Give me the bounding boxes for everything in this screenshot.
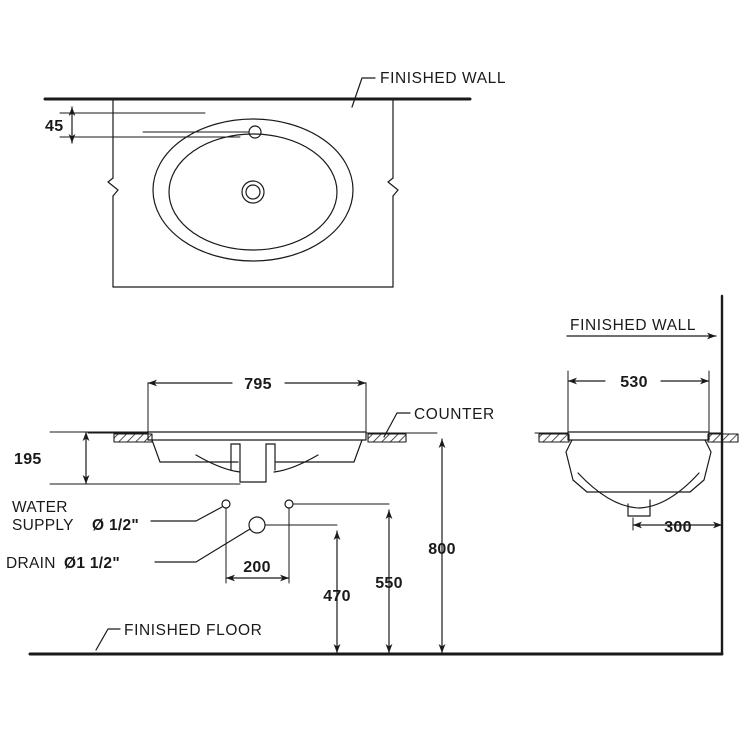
front-dim-795-text: 795 xyxy=(244,376,272,393)
plan-break-mark-left xyxy=(107,177,119,197)
side-section-view xyxy=(534,294,739,656)
water-supply-diameter-text: Ø 1/2" xyxy=(92,517,139,534)
drain-leader xyxy=(154,528,251,563)
text-layer: FINISHED WALL 45 795 COUNTER 195 WATER S… xyxy=(6,70,696,639)
plan-finished-wall-leader xyxy=(351,77,376,108)
front-bowl-inner-curve-right xyxy=(273,454,319,473)
front-dim-470-text: 470 xyxy=(323,588,351,605)
plan-faucet-hole xyxy=(248,125,262,139)
side-dim-300-text: 300 xyxy=(664,519,692,536)
front-dim-550-text: 550 xyxy=(375,575,403,592)
water-supply-label-line1: WATER xyxy=(12,499,68,516)
plan-break-mark-right xyxy=(387,177,399,197)
drain-label-text: DRAIN xyxy=(6,555,56,572)
finished-floor-leader xyxy=(95,628,121,651)
front-dim-195-text: 195 xyxy=(14,451,42,468)
front-supply-point-left xyxy=(221,499,231,509)
side-basin-rim xyxy=(567,431,710,441)
side-basin-profile-right xyxy=(689,439,712,493)
plan-drain-outer-circle xyxy=(241,180,265,204)
front-supply-point-right xyxy=(284,499,294,509)
side-counter-hatch-left xyxy=(538,433,570,443)
front-counter-hatch-right xyxy=(367,433,407,443)
front-counter-leader xyxy=(383,412,411,438)
water-supply-label-line2: SUPPLY xyxy=(12,517,74,534)
front-section-view xyxy=(49,379,446,654)
front-basin-profile-right xyxy=(317,439,363,463)
side-bowl-inner-curve xyxy=(577,472,700,509)
front-basin-profile xyxy=(151,439,197,463)
front-basin-rim xyxy=(147,431,367,441)
side-drain-outlet xyxy=(627,499,651,517)
finished-floor-group xyxy=(28,628,724,656)
front-dim-800-text: 800 xyxy=(428,541,456,558)
plan-dim-45-text: 45 xyxy=(45,118,63,135)
water-supply-leader xyxy=(150,506,223,522)
front-drain-spout xyxy=(239,469,267,483)
plan-inner-bowl-oval xyxy=(168,133,338,251)
front-drain-point xyxy=(248,516,266,534)
plan-finished-wall-label: FINISHED WALL xyxy=(380,70,506,87)
side-counter-hatch-right xyxy=(707,433,739,443)
front-dim-200-text: 200 xyxy=(243,559,271,576)
side-finished-wall-label: FINISHED WALL xyxy=(570,317,696,334)
side-dim-530-text: 530 xyxy=(620,374,648,391)
plan-drain-inner-circle xyxy=(245,184,261,200)
side-basin-profile-left xyxy=(565,439,588,493)
plan-outer-rim-oval xyxy=(152,118,354,262)
plan-view xyxy=(43,77,472,288)
counter-label: COUNTER xyxy=(414,406,495,423)
front-bowl-inner-curve-left xyxy=(195,454,241,473)
drain-diameter-text: Ø1 1/2" xyxy=(64,555,120,572)
front-counter-hatch-left xyxy=(113,433,153,443)
finished-floor-label: FINISHED FLOOR xyxy=(124,622,262,639)
